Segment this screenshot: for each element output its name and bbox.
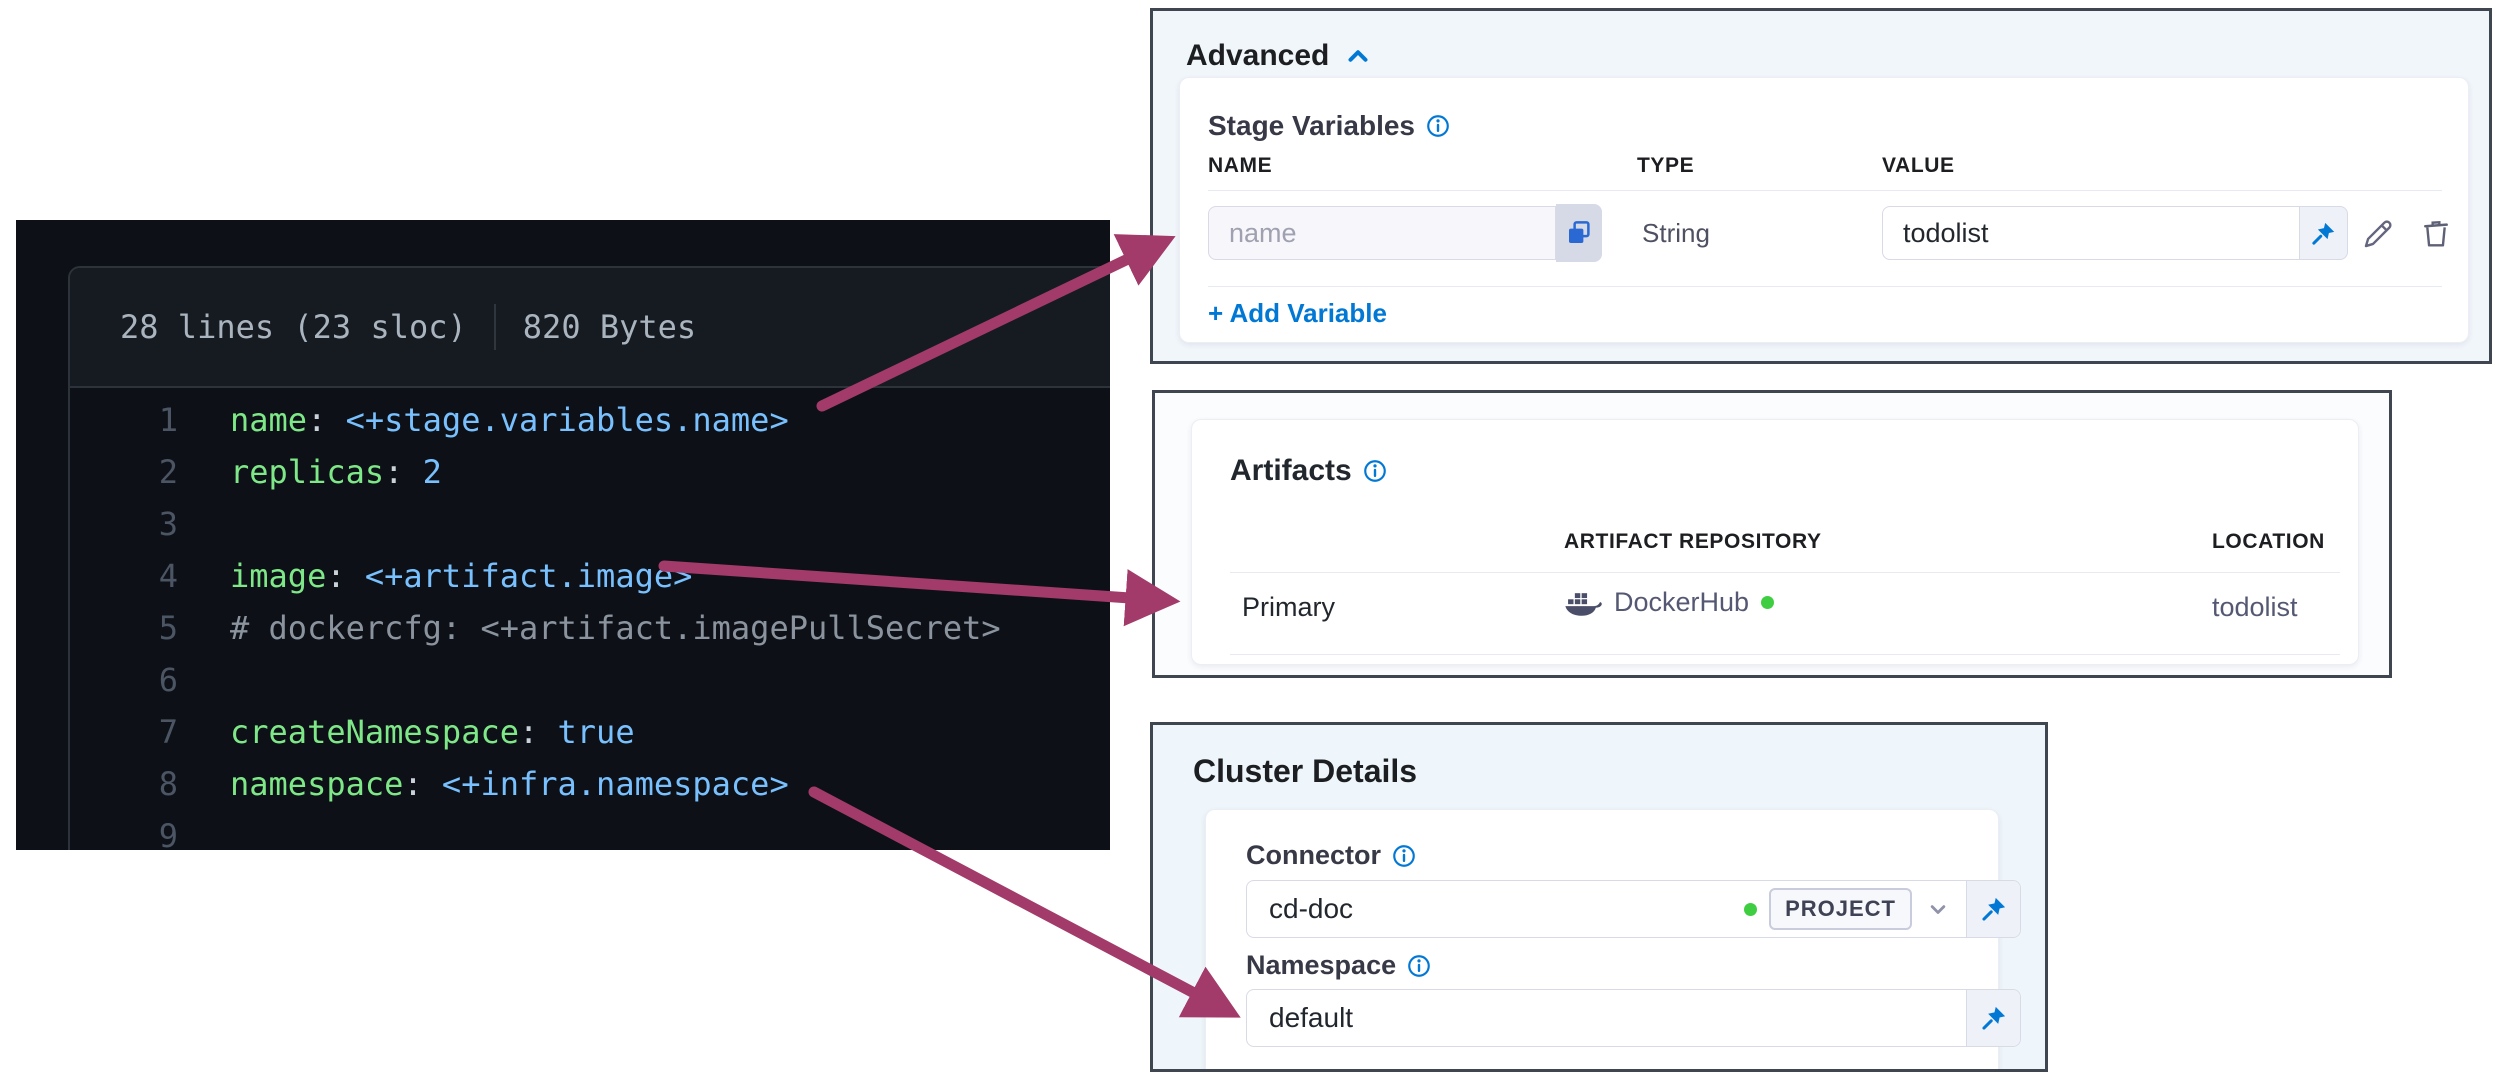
- code-line: 5 # dockercfg: <+artifact.imagePullSecret…: [70, 602, 1110, 654]
- line-number: 2: [158, 453, 178, 491]
- edit-icon: [2364, 220, 2392, 248]
- namespace-value: default: [1269, 1002, 1354, 1033]
- copy-icon: [1569, 221, 1590, 243]
- cluster-details-panel: Cluster Details Connector cd-doc PROJECT: [1150, 722, 2048, 1072]
- copy-button[interactable]: [1556, 204, 1602, 262]
- variable-value-input[interactable]: [1882, 206, 2300, 260]
- column-header-artifact-repository: ARTIFACT REPOSITORY: [1564, 530, 1822, 553]
- artifacts-label: Artifacts: [1230, 454, 1388, 488]
- stage-variables-label: Stage Variables: [1208, 110, 1451, 142]
- code-token: true: [557, 713, 635, 751]
- fixed-value-pin-button[interactable]: [1966, 881, 2020, 937]
- column-header-location: LOCATION: [2212, 530, 2325, 553]
- delete-icon: [2424, 220, 2448, 247]
- code-token: :: [307, 401, 346, 439]
- line-number: 4: [158, 557, 178, 595]
- connector-label: Connector: [1246, 840, 1417, 871]
- pin-icon: [1981, 1006, 2005, 1030]
- code-token: image: [230, 557, 327, 595]
- code-line: 1 name: <+stage.variables.name>: [70, 394, 1110, 446]
- artifact-repository-cell[interactable]: DockerHub: [1564, 586, 1775, 618]
- line-number: 9: [158, 817, 178, 850]
- connector-status-dot: [1761, 595, 1775, 609]
- artifact-location: todolist: [2212, 592, 2298, 622]
- code-line: 2 replicas: 2: [70, 446, 1110, 498]
- edit-variable-button[interactable]: [2360, 216, 2396, 252]
- code-line: 4 image: <+artifact.image>: [70, 550, 1110, 602]
- code-token: name: [230, 401, 308, 439]
- code-file-header: 28 lines (23 sloc) 820 Bytes: [70, 268, 1110, 388]
- artifacts-panel: Artifacts ARTIFACT REPOSITORY LOCATION P…: [1152, 390, 2392, 678]
- table-divider: [1230, 654, 2340, 655]
- info-icon[interactable]: [1425, 113, 1451, 139]
- line-number: 7: [158, 713, 178, 751]
- code-line: 3: [70, 498, 1110, 550]
- code-token: 2: [422, 453, 442, 491]
- chevron-up-icon: [1348, 50, 1368, 62]
- chevron-down-icon[interactable]: [1924, 895, 1952, 923]
- cluster-details-card: Connector cd-doc PROJECT: [1205, 809, 2021, 1069]
- fixed-value-pin-button[interactable]: [1966, 990, 2020, 1046]
- line-number: 8: [158, 765, 178, 803]
- fixed-value-pin-button[interactable]: [2300, 206, 2348, 260]
- advanced-panel: Advanced Stage Variables NAME TYPE VALUE: [1150, 8, 2492, 364]
- table-divider: [1230, 572, 2340, 573]
- code-line: 8 namespace: <+infra.namespace>: [70, 758, 1110, 810]
- advanced-section-toggle[interactable]: Advanced: [1186, 39, 1373, 73]
- code-line: 6: [70, 654, 1110, 706]
- code-line: 9: [70, 810, 1110, 850]
- line-number: 1: [158, 401, 178, 439]
- delete-variable-button[interactable]: [2418, 216, 2454, 252]
- artifacts-card: Artifacts ARTIFACT REPOSITORY LOCATION P…: [1191, 419, 2359, 665]
- connector-input[interactable]: cd-doc PROJECT: [1246, 880, 2021, 938]
- column-header-type: TYPE: [1637, 154, 1695, 177]
- code-token: replicas: [230, 453, 385, 491]
- docker-icon: [1565, 593, 1602, 616]
- line-number: 5: [158, 609, 178, 647]
- variable-name-input[interactable]: [1208, 206, 1556, 260]
- column-header-value: VALUE: [1882, 154, 1955, 177]
- cluster-details-title: Cluster Details: [1193, 753, 1418, 789]
- code-token: :: [403, 765, 442, 803]
- code-body: 1 name: <+stage.variables.name> 2 replicas:…: [70, 388, 1110, 850]
- artifact-repository-name: DockerHub: [1614, 586, 1750, 617]
- code-token: :: [518, 713, 558, 751]
- code-token: :: [326, 557, 365, 595]
- artifact-row-label: Primary: [1242, 592, 1335, 622]
- connector-value: cd-doc: [1269, 893, 1354, 924]
- advanced-title: Advanced: [1186, 39, 1330, 72]
- file-size: 820 Bytes: [522, 308, 697, 346]
- code-token: <+stage.variables.name>: [345, 401, 789, 439]
- line-number: 3: [158, 505, 178, 543]
- scope-badge: PROJECT: [1769, 888, 1912, 930]
- code-token: <+artifact.image>: [364, 557, 693, 595]
- code-token: # dockercfg: <+artifact.imagePullSecret>: [230, 609, 1001, 647]
- code-token: :: [384, 453, 423, 491]
- code-token: <+infra.namespace>: [441, 765, 789, 803]
- code-line: 7 createNamespace: true: [70, 706, 1110, 758]
- code-token: createNamespace: [230, 713, 519, 751]
- file-lines-count: 28 lines (23 sloc): [120, 308, 467, 346]
- code-file-card: 28 lines (23 sloc) 820 Bytes 1 name: <+st…: [68, 266, 1110, 850]
- variable-type: String: [1642, 218, 1710, 248]
- header-divider: [493, 304, 496, 350]
- info-icon[interactable]: [1406, 953, 1432, 979]
- pin-icon: [1981, 897, 2005, 921]
- variable-value-group: [1882, 206, 2348, 260]
- add-variable-button[interactable]: + Add Variable: [1208, 298, 1387, 328]
- column-header-name: NAME: [1208, 154, 1273, 177]
- connector-status-dot: [1744, 902, 1758, 916]
- info-icon[interactable]: [1391, 843, 1417, 869]
- stage-variables-card: Stage Variables NAME TYPE VALUE: [1179, 77, 2469, 343]
- namespace-input[interactable]: default: [1246, 989, 2021, 1047]
- variable-row-name-group: [1208, 204, 1602, 262]
- line-number: 6: [158, 661, 178, 699]
- namespace-label: Namespace: [1246, 950, 1432, 981]
- code-token: namespace: [230, 765, 404, 803]
- table-divider: [1208, 286, 2442, 287]
- info-icon[interactable]: [1362, 458, 1388, 484]
- pin-icon: [2312, 222, 2335, 245]
- table-divider: [1208, 190, 2442, 191]
- code-viewer-backdrop: 28 lines (23 sloc) 820 Bytes 1 name: <+st…: [16, 220, 1110, 850]
